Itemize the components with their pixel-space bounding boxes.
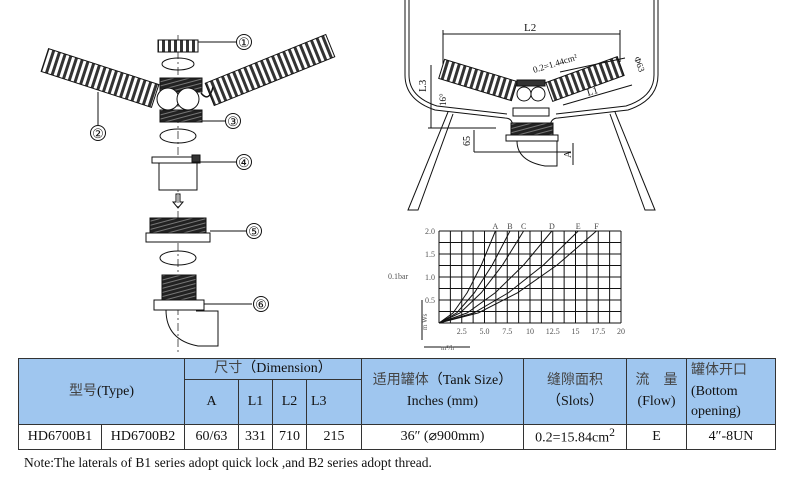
flow-header: 流 量 (Flow) <box>626 357 687 426</box>
cell-bottom: 4″-8UN <box>686 424 776 451</box>
series-label-E: E <box>576 222 581 231</box>
rotate-arrow-icon <box>159 128 197 144</box>
slots-en: （Slots） <box>546 393 603 409</box>
cell-slots: 0.2=15.84cm2 <box>523 424 627 451</box>
cell-b2: HD6700B2 <box>101 424 185 451</box>
slots-sup: 2 <box>609 426 615 440</box>
cell-A: 60/63 <box>184 424 239 451</box>
bottom-zh: 罐体开口 <box>691 363 747 379</box>
y-annotation: 0.1bar <box>388 272 409 281</box>
series-line-E <box>438 230 579 324</box>
series-line-D <box>438 230 553 324</box>
tank-leg-left <box>407 111 454 211</box>
rotate-arrow-icon <box>159 250 197 266</box>
lateral-left <box>40 48 160 108</box>
cell-L3: 215 <box>306 424 362 451</box>
x-tick-label: 12.5 <box>546 327 560 336</box>
dimension-en: （Dimension） <box>242 361 332 376</box>
assembly-diagram: ① ② ③ ④ ⑤ ⑥ <box>40 33 336 352</box>
callout-6: ⑥ <box>255 297 267 312</box>
installation-diagram: L2 L3 16° 0.2=1.44cm² Φ63 L1 65 A <box>404 0 659 211</box>
lateral-right <box>204 33 336 107</box>
part-5 <box>149 217 207 234</box>
series-label-B: B <box>507 222 512 231</box>
x-tick-label: 5.0 <box>480 327 490 336</box>
series-label-D: D <box>549 222 555 231</box>
series-line-B <box>438 230 511 324</box>
tank-unit: Inches (mm) <box>406 393 479 409</box>
slots-value: 0.2=15.84cm <box>535 430 610 446</box>
x-tick-label: 15 <box>572 327 580 336</box>
series-label-C: C <box>521 222 526 231</box>
cell-b1: HD6700B1 <box>18 424 102 451</box>
cell-tank: 36″ (⌀900mm) <box>361 424 524 451</box>
x-tick-label: 10 <box>526 327 534 336</box>
diameter-label: Φ63 <box>632 55 647 74</box>
cap-part <box>157 39 199 53</box>
flow-zh: 流 量 <box>635 373 678 389</box>
col-A: A <box>184 379 239 426</box>
cell-L1: 331 <box>238 424 273 451</box>
series-line-A <box>438 230 496 324</box>
bottom-en2: opening) <box>691 403 741 419</box>
x-tick-label: 2.5 <box>457 327 467 336</box>
series-label-F: F <box>594 222 599 231</box>
y-tick-label: 0.5 <box>425 296 435 305</box>
x-axis-label: m³/h <box>441 344 454 352</box>
down-arrow-icon <box>171 193 185 209</box>
y-tick-label: 1.5 <box>425 250 435 259</box>
tank-header: 适用罐体（Tank Size） Inches (mm) <box>361 357 524 426</box>
y-tick-label: 2.0 <box>425 227 435 236</box>
dimension-zh: 尺寸 <box>214 361 243 376</box>
dim-65: 65 <box>462 136 473 146</box>
series-line-C <box>438 230 525 324</box>
part-6 <box>161 274 197 301</box>
slot-area-label: 0.2=1.44cm² <box>532 52 579 75</box>
bottom-header: 罐体开口 (Bottom opening) <box>686 357 776 426</box>
type-header-en: (Type) <box>96 383 135 399</box>
series-label-A: A <box>493 222 499 231</box>
dim-L3: L3 <box>417 79 429 92</box>
cell-flow: E <box>626 424 687 451</box>
callout-3: ③ <box>227 114 239 129</box>
x-tick-label: 7.5 <box>502 327 512 336</box>
y-axis-label: m Ws <box>421 313 429 330</box>
slots-header: 缝隙面积 （Slots） <box>523 357 627 426</box>
dim-A: A <box>563 150 574 158</box>
callout-5: ⑤ <box>248 224 260 239</box>
x-tick-label: 17.5 <box>591 327 605 336</box>
spec-table: 型号(Type) 尺寸（Dimension） 适用罐体（Tank Size） In… <box>18 357 776 451</box>
callout-2: ② <box>92 126 104 141</box>
slots-zh: 缝隙面积 <box>547 373 603 389</box>
x-tick-label: 20 <box>617 327 625 336</box>
dimension-header: 尺寸（Dimension） <box>184 357 362 381</box>
tank-zh: 适用罐体 <box>372 373 429 389</box>
note-text: Note:The laterals of B1 series adopt qui… <box>24 455 432 470</box>
diagrams: ① ② ③ ④ ⑤ ⑥ L2 L3 16° 0.2=1.44cm² Φ63 L1… <box>40 0 659 352</box>
cell-L2: 710 <box>272 424 307 451</box>
callout-4: ④ <box>238 155 250 170</box>
type-header: 型号(Type) <box>18 357 185 426</box>
tank-en: （Tank Size） <box>428 373 513 389</box>
type-header-zh: 型号 <box>68 383 97 399</box>
col-L3: L3 <box>306 379 362 426</box>
callout-1: ① <box>238 35 250 50</box>
rotate-arrow-icon <box>161 57 195 71</box>
bottom-en1: (Bottom <box>691 383 738 399</box>
col-L2: L2 <box>272 379 307 426</box>
angle-label: 16° <box>438 93 448 106</box>
flow-en: (Flow) <box>637 393 676 409</box>
table-row: HD6700B1 HD6700B2 60/63 331 710 215 36″ … <box>18 424 776 451</box>
tank-leg-right <box>609 111 656 211</box>
series-line-F <box>438 230 597 324</box>
y-tick-label: 1.0 <box>425 273 435 282</box>
dim-L1: L1 <box>586 85 600 99</box>
dim-L2: L2 <box>524 22 536 34</box>
col-L1: L1 <box>238 379 273 426</box>
